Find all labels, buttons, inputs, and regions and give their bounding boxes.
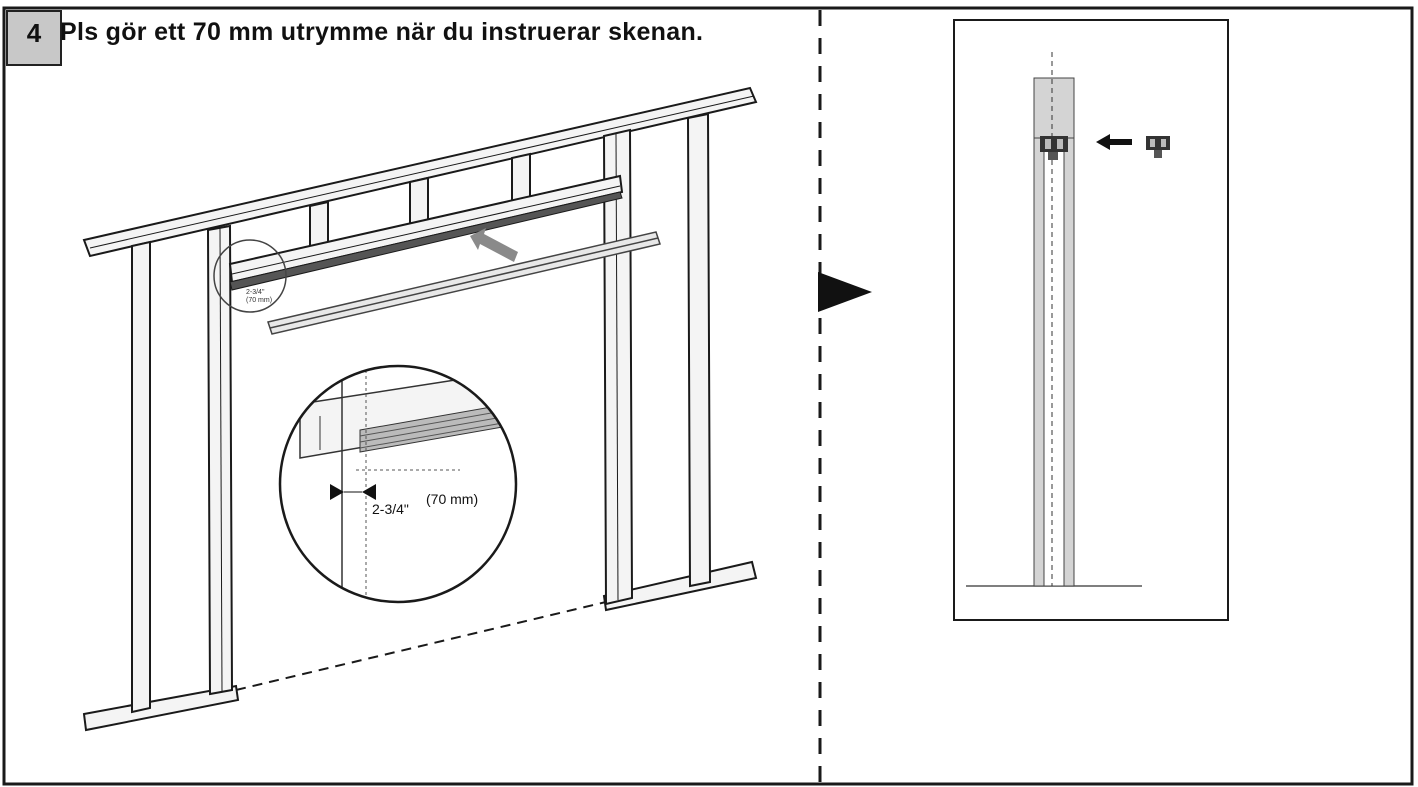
magnified-detail-border <box>278 364 518 604</box>
step-title: Pls gör ett 70 mm utrymme när du instrue… <box>60 18 704 46</box>
small-dim-inch: 2-3/4" <box>246 289 265 296</box>
floor-dashed-line <box>235 601 607 691</box>
stud-4 <box>686 112 712 588</box>
insert-arrow-icon <box>1096 134 1132 150</box>
magnified-detail <box>280 366 516 602</box>
dimension-inch-label: 2-3/4" <box>372 501 409 517</box>
outer-border <box>2 6 1414 786</box>
stud-2 <box>206 224 234 696</box>
track-rail <box>267 231 661 335</box>
next-view-pointer-icon <box>818 272 872 312</box>
roller-part-icon <box>1146 136 1170 158</box>
dimension-arrow-right-icon <box>362 484 376 500</box>
step-number: 4 <box>26 18 42 48</box>
dimension-arrow-left-icon <box>330 484 344 500</box>
dimension-mm-label: (70 mm) <box>426 491 478 507</box>
bottom-plate-left <box>82 684 240 732</box>
side-view-frame <box>953 19 1229 621</box>
wall-frame <box>82 86 758 732</box>
stud-1 <box>131 240 151 714</box>
header-section <box>1033 77 1075 139</box>
door-panel-section <box>1033 137 1075 587</box>
roller-in-track-icon <box>1040 136 1068 160</box>
header-beam <box>228 174 624 284</box>
small-dim-mm: (70 mm) <box>246 297 272 304</box>
step-number-box <box>6 10 62 66</box>
detail-callout-circle <box>213 239 287 313</box>
install-direction-arrow-icon <box>470 228 518 262</box>
